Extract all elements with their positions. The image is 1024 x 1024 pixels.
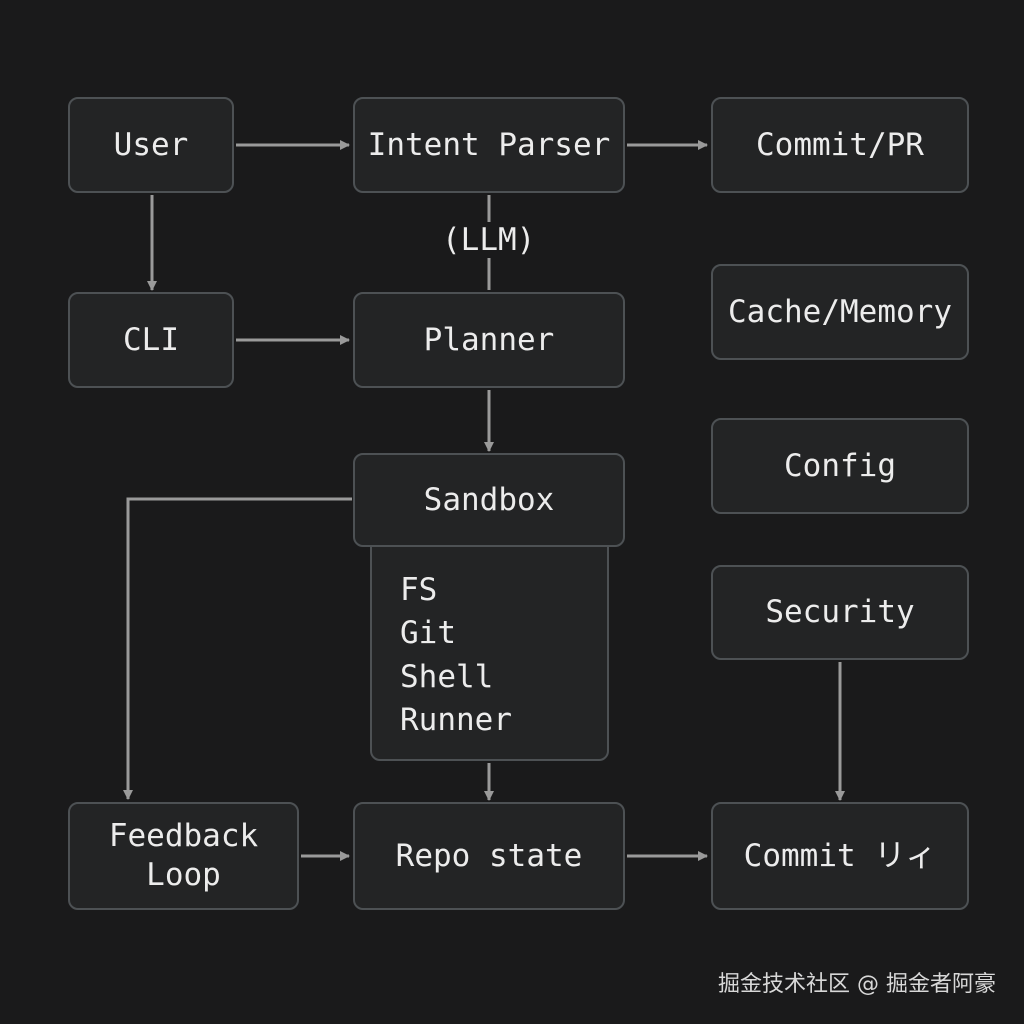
node-intent-parser: Intent Parser [353,97,625,193]
node-sandbox: Sandbox [353,453,625,547]
node-feedback-loop: Feedback Loop [68,802,299,910]
watermark: 掘金技术社区 @ 掘金者阿豪 [718,972,996,997]
node-cache-memory: Cache/Memory [711,264,969,360]
node-repo-state: Repo state [353,802,625,910]
node-security: Security [711,565,969,660]
node-cli: CLI [68,292,234,388]
edge-sandbox-to-feedback-loop [123,497,352,800]
node-user: User [68,97,234,193]
node-commit-pr-top: Commit/PR [711,97,969,193]
node-sandbox-tools: FS Git Shell Runner [370,545,609,761]
node-config: Config [711,418,969,514]
node-planner: Planner [353,292,625,388]
node-commit-pr-bottom: Commit リィ [711,802,969,910]
edge-label-llm: (LLM) [440,222,538,258]
